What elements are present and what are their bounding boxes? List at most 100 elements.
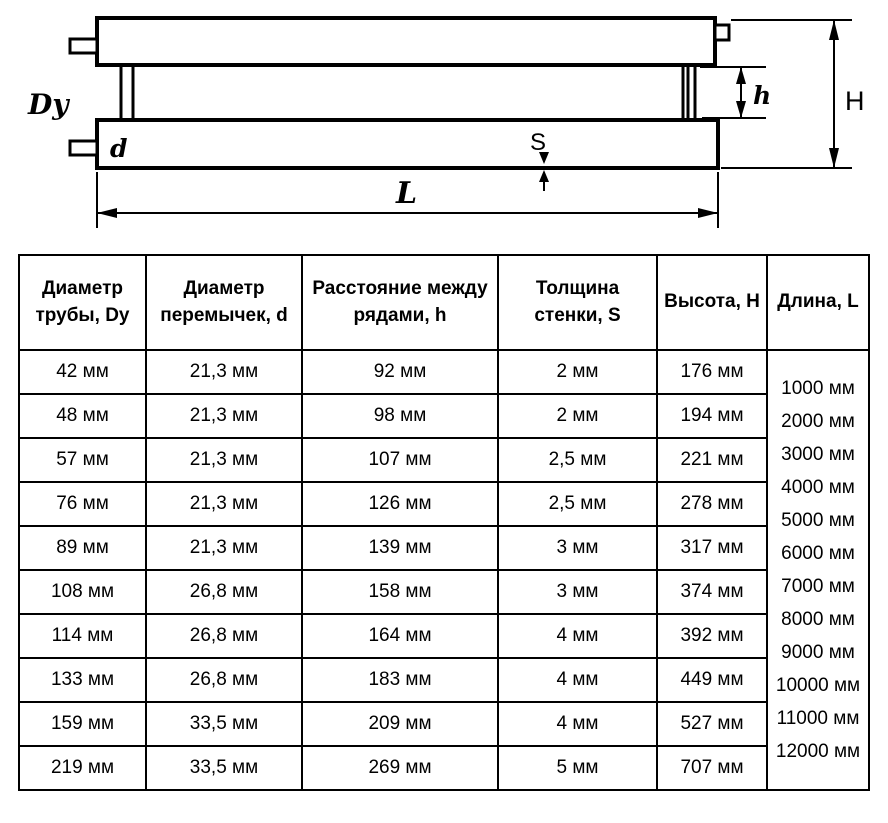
cell-dy: 159 мм (18, 701, 147, 747)
length-value: 12000 мм (775, 741, 861, 762)
L-dimension-lines (96, 172, 719, 228)
right-jumper (681, 64, 697, 121)
table-row: 57 мм 21,3 мм 107 мм 2,5 мм 221 мм (18, 437, 869, 483)
cell-h: 139 мм (301, 525, 499, 571)
cell-s: 5 мм (497, 745, 658, 791)
cell-h: 98 мм (301, 393, 499, 439)
table-row: 48 мм 21,3 мм 98 мм 2 мм 194 мм (18, 393, 869, 439)
length-value: 11000 мм (776, 708, 860, 729)
diagram-label-h: h (753, 81, 771, 110)
diagram-label-S: S (530, 129, 546, 156)
cell-dy: 76 мм (18, 481, 147, 527)
cell-h: 209 мм (301, 701, 499, 747)
cell-dy: 89 мм (18, 525, 147, 571)
cell-d: 21,3 мм (145, 393, 303, 439)
cell-d: 26,8 мм (145, 613, 303, 659)
lower-pipe (95, 118, 720, 170)
table-row: 133 мм 26,8 мм 183 мм 4 мм 449 мм (18, 657, 869, 703)
cell-s: 2,5 мм (497, 481, 658, 527)
cell-h: 183 мм (301, 657, 499, 703)
header-row: Диаметр трубы, Dy Диаметр перемычек, d Р… (18, 254, 870, 351)
cell-h: 126 мм (301, 481, 499, 527)
cell-dy: 108 мм (18, 569, 147, 615)
cell-s: 2 мм (497, 393, 658, 439)
cell-h: 158 мм (301, 569, 499, 615)
length-value: 4000 мм (781, 477, 855, 498)
diagram-label-L: L (395, 176, 417, 211)
col-header-length: Длина, L (766, 254, 870, 351)
cell-height: 449 мм (656, 657, 768, 703)
cell-d: 21,3 мм (145, 349, 303, 395)
cell-height: 221 мм (656, 437, 768, 483)
cell-s: 2,5 мм (497, 437, 658, 483)
register-drawing: h H S L Dy (27, 16, 865, 228)
cell-dy: 42 мм (18, 349, 147, 395)
cell-s: 4 мм (497, 657, 658, 703)
length-value: 2000 мм (781, 411, 855, 432)
lower-left-stub (68, 139, 99, 157)
cell-d: 21,3 мм (145, 525, 303, 571)
spec-table: Диаметр трубы, Dy Диаметр перемычек, d Р… (18, 254, 870, 791)
cell-lengths: 1000 мм 2000 мм 3000 мм 4000 мм 5000 мм … (766, 349, 870, 791)
cell-d: 26,8 мм (145, 657, 303, 703)
h-arrow-down-icon (736, 101, 746, 118)
cell-height: 317 мм (656, 525, 768, 571)
cell-height: 374 мм (656, 569, 768, 615)
cell-height: 176 мм (656, 349, 768, 395)
table-row: 89 мм 21,3 мм 139 мм 3 мм 317 мм (18, 525, 869, 571)
cell-dy: 57 мм (18, 437, 147, 483)
cell-h: 269 мм (301, 745, 499, 791)
cell-s: 4 мм (497, 613, 658, 659)
S-arrow-up-icon (539, 170, 549, 182)
cell-height: 707 мм (656, 745, 768, 791)
cell-height: 392 мм (656, 613, 768, 659)
cell-dy: 114 мм (18, 613, 147, 659)
table-row: 76 мм 21,3 мм 126 мм 2,5 мм 278 мм (18, 481, 869, 527)
upper-pipe (95, 16, 717, 67)
cell-h: 164 мм (301, 613, 499, 659)
length-value: 8000 мм (781, 609, 855, 630)
col-header-pipe-diameter: Диаметр трубы, Dy (18, 254, 147, 351)
top-right-stub (713, 23, 731, 42)
length-value: 5000 мм (781, 510, 855, 531)
diagram-label-H: H (845, 86, 865, 116)
cell-d: 33,5 мм (145, 745, 303, 791)
cell-height: 194 мм (656, 393, 768, 439)
cell-s: 3 мм (497, 525, 658, 571)
diagram-label-d: d (110, 134, 127, 163)
length-value: 7000 мм (781, 576, 855, 597)
table-row: 114 мм 26,8 мм 164 мм 4 мм 392 мм (18, 613, 869, 659)
col-header-height: Высота, H (656, 254, 768, 351)
cell-d: 33,5 мм (145, 701, 303, 747)
h-arrow-up-icon (736, 67, 746, 84)
length-value: 3000 мм (781, 444, 855, 465)
H-dimension-lines (721, 19, 852, 169)
H-arrow-up-icon (829, 20, 839, 40)
L-arrow-right-icon (698, 208, 718, 218)
cell-d: 21,3 мм (145, 481, 303, 527)
cell-h: 92 мм (301, 349, 499, 395)
cell-height: 278 мм (656, 481, 768, 527)
H-arrow-down-icon (829, 148, 839, 168)
cell-s: 3 мм (497, 569, 658, 615)
cell-d: 21,3 мм (145, 437, 303, 483)
col-header-wall-thickness: Толщина стенки, S (497, 254, 658, 351)
cell-h: 107 мм (301, 437, 499, 483)
cell-s: 2 мм (497, 349, 658, 395)
cell-s: 4 мм (497, 701, 658, 747)
upper-left-stub (68, 37, 99, 55)
cell-dy: 48 мм (18, 393, 147, 439)
col-header-row-spacing: Расстояние между рядами, h (301, 254, 499, 351)
cell-d: 26,8 мм (145, 569, 303, 615)
cell-height: 527 мм (656, 701, 768, 747)
length-value: 10000 мм (775, 675, 861, 696)
register-diagram: h H S L Dy (0, 0, 888, 242)
table-row: 108 мм 26,8 мм 158 мм 3 мм 374 мм (18, 569, 869, 615)
cell-dy: 133 мм (18, 657, 147, 703)
diagram-label-Dy: Dy (27, 88, 70, 121)
table-row: 159 мм 33,5 мм 209 мм 4 мм 527 мм (18, 701, 869, 747)
cell-dy: 219 мм (18, 745, 147, 791)
col-header-jumper-diameter: Диаметр перемычек, d (145, 254, 303, 351)
table-row: 42 мм 21,3 мм 92 мм 2 мм 176 мм 1000 мм … (18, 349, 870, 791)
